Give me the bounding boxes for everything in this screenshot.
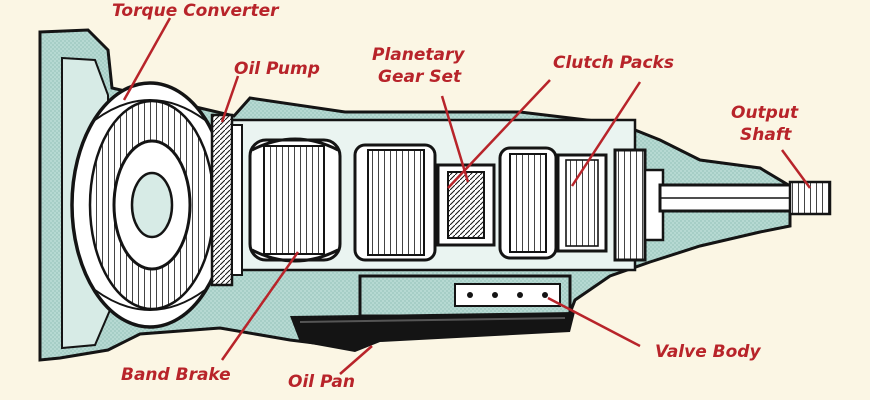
valve-body-part (358, 274, 572, 318)
leader-torque-converter (122, 17, 172, 101)
clutch-packs-part (498, 146, 608, 260)
leader-output-shaft (780, 149, 812, 189)
label-planetary-line1: Planetary (372, 45, 465, 65)
planetary-gear-set-part (353, 143, 496, 262)
label-output-line1: Output (731, 103, 799, 123)
label-output-line2: Shaft (740, 125, 792, 145)
leader-planetary-gear-set (440, 95, 470, 183)
label-torque-converter: Torque Converter (112, 1, 280, 21)
label-band-brake: Band Brake (121, 365, 231, 385)
leader-valve-body (547, 296, 641, 348)
band-brake-part (248, 137, 342, 263)
label-clutch-packs: Clutch Packs (553, 53, 674, 73)
leader-clutch-packs-2 (570, 81, 642, 187)
leader-oil-pan (339, 345, 373, 375)
label-oil-pan: Oil Pan (288, 372, 355, 392)
label-oil-pump: Oil Pump (234, 59, 320, 79)
output-shaft-part (658, 180, 832, 216)
leader-clutch-packs-1 (447, 79, 551, 189)
torque-converter-part (70, 81, 230, 329)
oil-pump-part (210, 113, 243, 287)
label-valve-body: Valve Body (655, 342, 761, 362)
leader-lines (122, 17, 812, 375)
leader-oil-pump (220, 75, 240, 123)
leader-band-brake (220, 251, 300, 361)
oil-pan-part (290, 312, 575, 352)
label-planetary-line2: Gear Set (378, 67, 462, 87)
